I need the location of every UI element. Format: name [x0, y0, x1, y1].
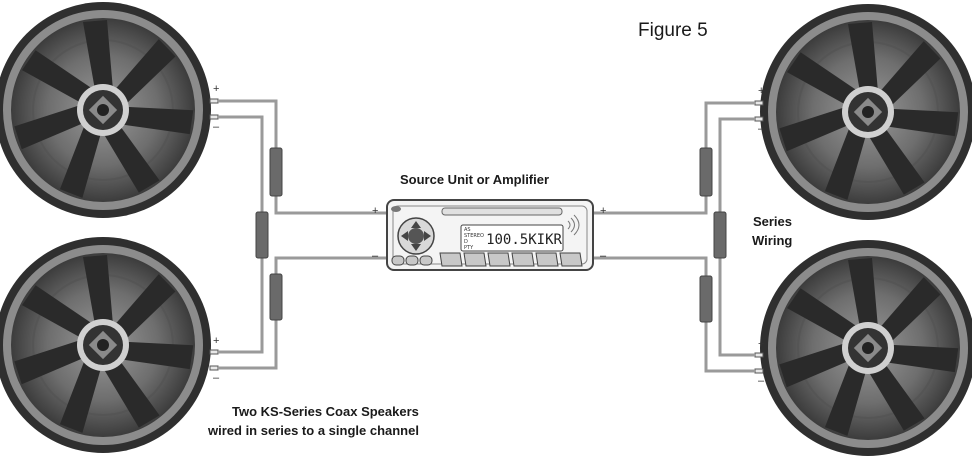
series-label-line2: Wiring [752, 233, 793, 248]
preset-buttons [391, 252, 583, 267]
speaker-bottom-left [0, 236, 212, 454]
power-knob [391, 206, 401, 212]
lcd-display [460, 224, 564, 252]
svg-text:AS: AS [464, 227, 471, 233]
left-wire-couplers [255, 147, 283, 321]
speaker-top-left [0, 1, 212, 219]
svg-text:PTY: PTY [464, 245, 474, 251]
plus-marker-bl: + [213, 335, 220, 347]
minus-marker-tl: – [213, 121, 220, 133]
minus-marker-unit-left: – [372, 250, 379, 262]
right-series-wiring [592, 101, 755, 373]
speaker-bottom-right [759, 239, 972, 457]
caption-line1: Two KS-Series Coax Speakers [232, 404, 419, 419]
series-label-line1: Series [752, 214, 792, 229]
plus-marker-tl: + [213, 83, 220, 95]
lcd-frequency: 100.5KIKR [486, 232, 562, 248]
plus-marker-unit-left: + [372, 205, 379, 217]
lcd-indicators: AS STEREO D PTY [464, 227, 484, 251]
plus-marker-br: + [758, 338, 765, 350]
left-series-wiring [218, 99, 388, 370]
minus-marker-bl: – [213, 372, 220, 384]
figure-label: Figure 5 [638, 20, 708, 41]
plus-marker-tr: + [758, 85, 765, 97]
plus-marker-unit-right: + [600, 205, 607, 217]
speaker-terminals [209, 98, 764, 374]
caption-line2: wired in series to a single channel [208, 423, 419, 438]
source-unit [386, 199, 594, 271]
cd-slot [441, 207, 563, 216]
speaker-top-right [759, 3, 972, 221]
signal-icon [567, 214, 580, 236]
minus-marker-br: – [758, 375, 765, 387]
svg-text:D: D [464, 239, 468, 245]
minus-marker-unit-right: – [600, 250, 607, 262]
minus-marker-tr: – [758, 123, 765, 135]
svg-text:STEREO: STEREO [464, 233, 484, 239]
right-wire-couplers [699, 147, 727, 323]
source-unit-title: Source Unit or Amplifier [400, 172, 550, 187]
